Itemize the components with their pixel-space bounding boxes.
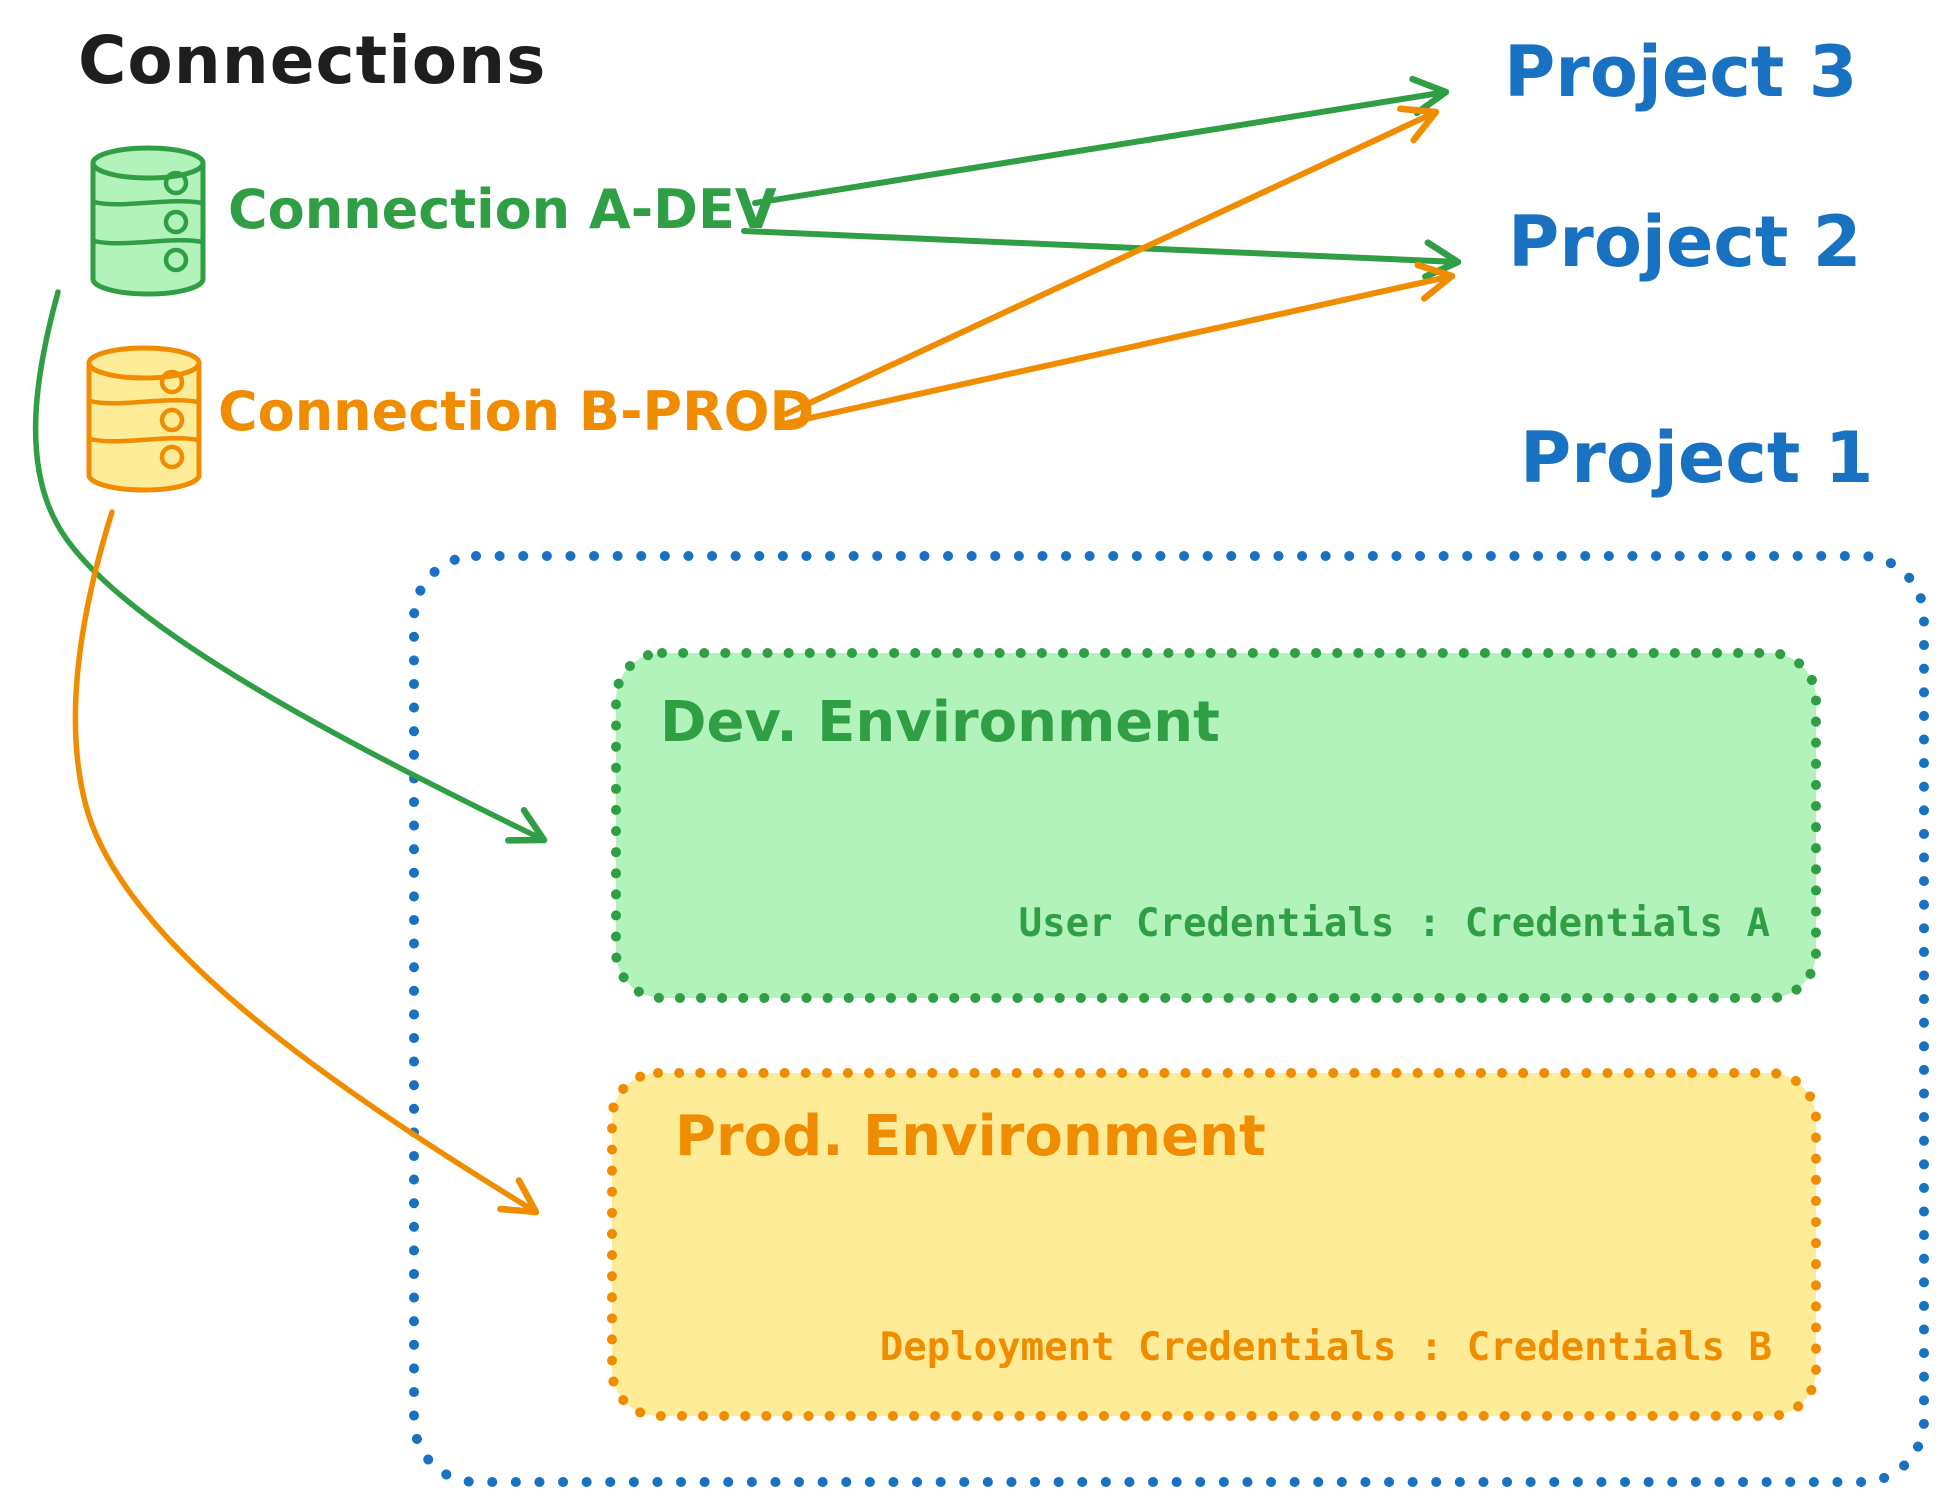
project-2-label: Project 2	[1508, 201, 1862, 283]
arrow-a-dev-to-dev-environment	[32, 289, 548, 844]
project-1-label: Project 1	[1520, 417, 1874, 499]
arrow-a-dev-to-project-2	[741, 228, 1462, 280]
database-icon-b-prod	[86, 345, 202, 493]
prod-environment-title: Prod. Environment	[675, 1104, 1266, 1169]
project-1-box	[409, 551, 1929, 1487]
dev-environment-box	[611, 648, 1821, 1003]
prod-environment-credentials: Deployment Credentials : Credentials B	[879, 1325, 1772, 1370]
connection-a-dev-label: Connection A-DEV	[228, 178, 777, 241]
arrow-b-prod-to-prod-environment	[72, 509, 540, 1216]
dev-environment-title: Dev. Environment	[660, 690, 1220, 755]
dev-environment-credentials: User Credentials : Credentials A	[1018, 901, 1770, 946]
arrow-a-dev-to-project-3	[752, 75, 1450, 206]
arrow-b-prod-to-project-3	[783, 105, 1440, 417]
connection-b-prod-label: Connection B-PROD	[218, 380, 815, 443]
project-3-label: Project 3	[1504, 31, 1858, 113]
page-title: Connections	[78, 22, 547, 99]
prod-environment-box	[607, 1068, 1821, 1421]
database-icon-a-dev	[90, 145, 206, 297]
arrow-b-prod-to-project-2	[780, 261, 1456, 427]
